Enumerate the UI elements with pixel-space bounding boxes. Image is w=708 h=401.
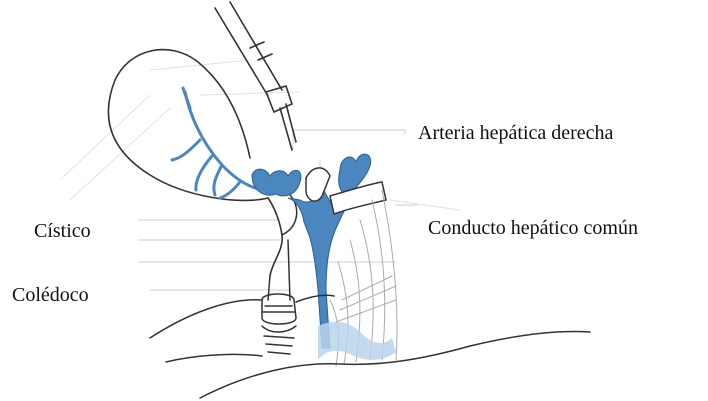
label-cystic-duct: Cístico xyxy=(34,221,91,241)
label-common-bile-duct: Colédoco xyxy=(12,285,89,305)
label-common-hepatic-duct: Conducto hepático común xyxy=(428,218,638,238)
bile-duct-outline xyxy=(262,195,297,354)
leader-lines xyxy=(138,130,418,290)
label-right-hepatic-artery: Arteria hepática derecha xyxy=(418,123,613,143)
gallbladder-outline xyxy=(108,50,282,276)
instrument-icon xyxy=(215,2,296,150)
